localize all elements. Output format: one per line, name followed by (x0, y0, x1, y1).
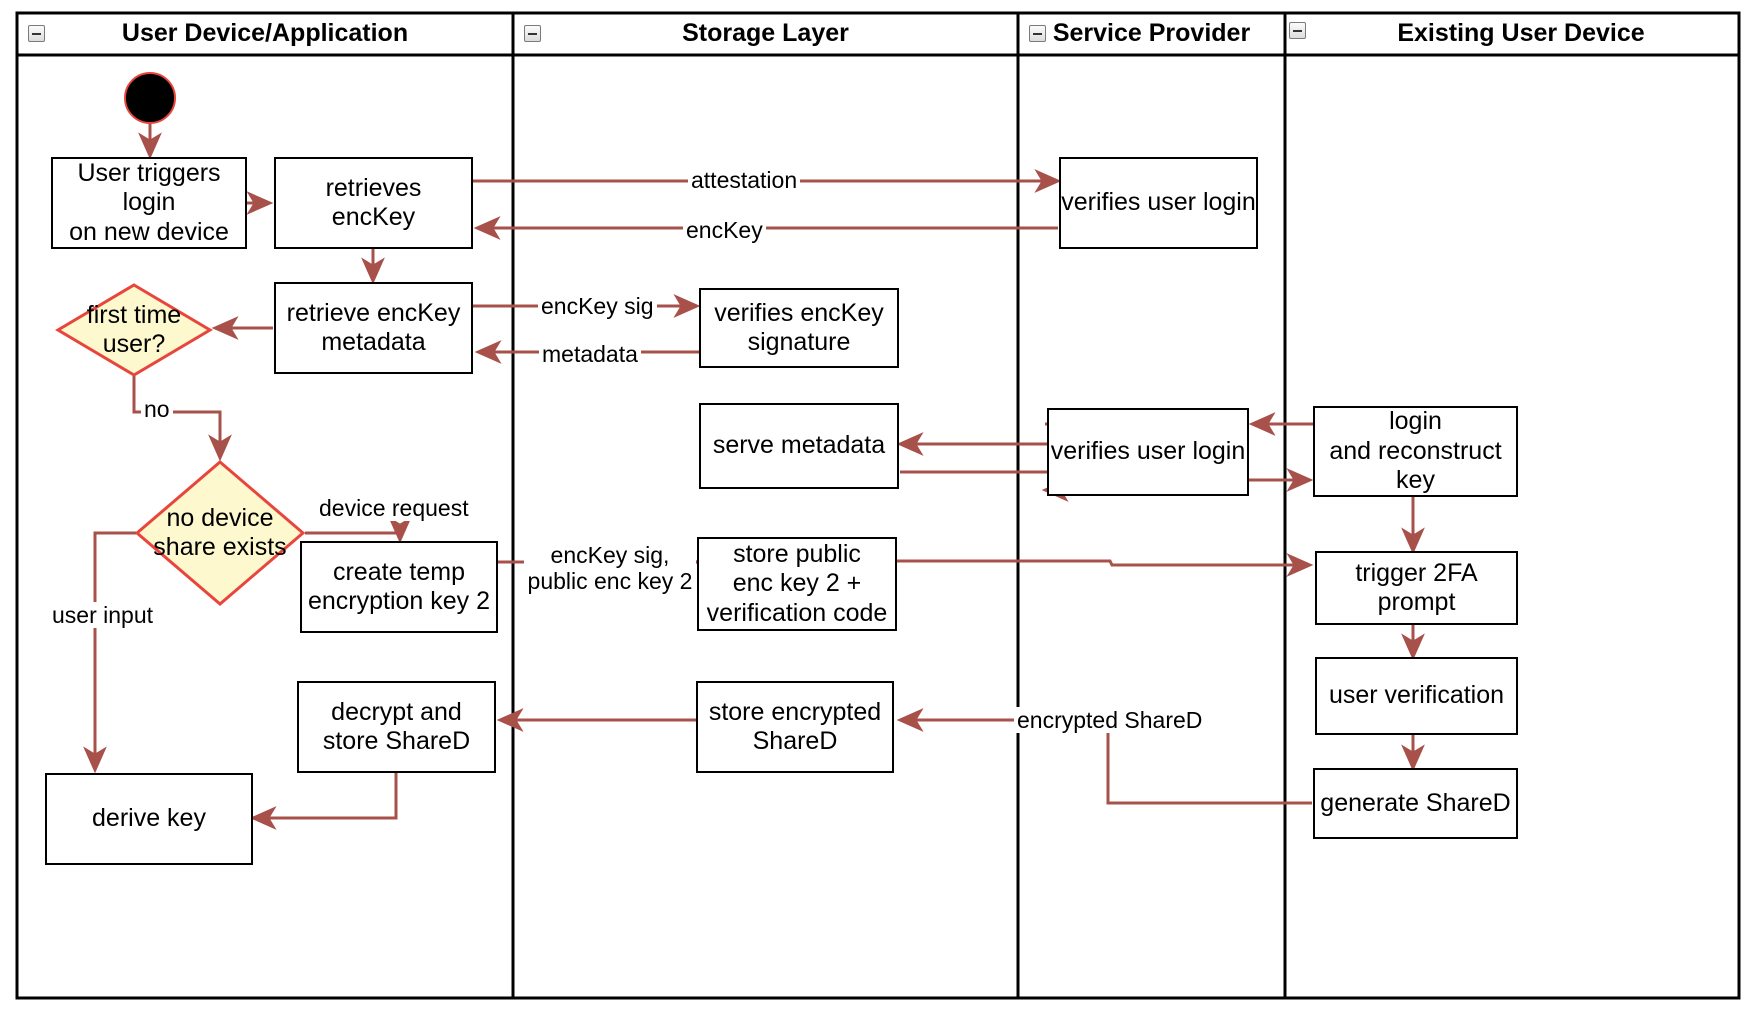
node-login-and-reconstruct-key[interactable]: login and reconstruct key (1313, 406, 1518, 497)
edge-label-enckey: encKey (683, 217, 766, 244)
node-verifies-enckey-signature[interactable]: verifies encKey signature (699, 288, 899, 368)
swimlane-title-service-provider: Service Provider (1052, 19, 1251, 48)
node-retrieves-enckey[interactable]: retrieves encKey (274, 157, 473, 249)
swimlane-title-user-device: User Device/Application (121, 19, 409, 48)
node-user-verification[interactable]: user verification (1315, 657, 1518, 735)
node-serve-metadata[interactable]: serve metadata (699, 403, 899, 489)
collapse-minus-icon-storage[interactable] (524, 25, 541, 42)
edge-label-no: no (141, 396, 173, 423)
collapse-minus-icon-existing-device[interactable] (1289, 22, 1306, 39)
edge-label-attestation: attestation (688, 167, 801, 194)
edge-label-enckey-sig-public-enc-key-2: encKey sig, public enc key 2 (524, 542, 696, 595)
node-derive-key[interactable]: derive key (45, 773, 253, 865)
swimlane-title-storage: Storage Layer (682, 19, 849, 48)
collapse-minus-icon-service-provider[interactable] (1029, 25, 1046, 42)
decision-no-device-share-exists[interactable]: no device share exists (137, 462, 303, 604)
edge-label-encrypted-shared: encrypted ShareD (1014, 707, 1206, 734)
node-user-triggers-login[interactable]: User triggers login on new device (51, 157, 247, 249)
node-verifies-user-login-2[interactable]: verifies user login (1047, 408, 1249, 496)
edge-label-metadata: metadata (539, 341, 641, 368)
node-store-encrypted-shared[interactable]: store encrypted ShareD (696, 681, 894, 773)
node-verifies-user-login-1[interactable]: verifies user login (1059, 157, 1258, 249)
edge-label-enckey-sig: encKey sig (538, 293, 657, 320)
swimlane-title-existing-device: Existing User Device (1397, 19, 1645, 48)
collapse-minus-icon-user-device[interactable] (28, 25, 45, 42)
node-create-temp-encryption-key-2[interactable]: create temp encryption key 2 (300, 541, 498, 633)
edge-label-user-input: user input (49, 602, 157, 629)
node-retrieve-enckey-metadata[interactable]: retrieve encKey metadata (274, 282, 473, 374)
node-decrypt-and-store-shared[interactable]: decrypt and store ShareD (297, 681, 496, 773)
start-node (124, 72, 176, 124)
decision-no-device-share-exists-label: no device share exists (153, 503, 287, 562)
decision-first-time-user[interactable]: first time user? (58, 285, 210, 375)
node-trigger-2fa-prompt[interactable]: trigger 2FA prompt (1315, 551, 1518, 625)
decision-first-time-user-label: first time user? (86, 300, 182, 359)
node-generate-shared[interactable]: generate ShareD (1313, 768, 1518, 839)
node-store-public-enc-key-2[interactable]: store public enc key 2 + verification co… (697, 537, 897, 631)
edge-label-device-request: device request (316, 495, 472, 522)
